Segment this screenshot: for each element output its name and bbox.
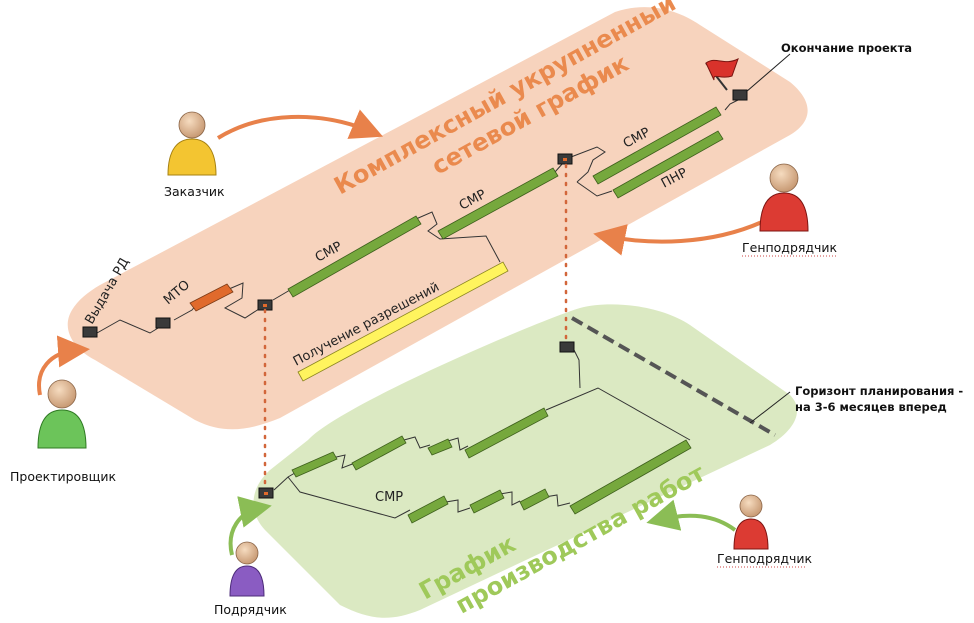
bottom-milestones: [258, 341, 575, 499]
connector-line: [287, 476, 411, 519]
person-designer-icon: [37, 379, 87, 449]
bar-permits: [297, 261, 509, 382]
label-smr-bottom: СМР: [375, 490, 403, 505]
bottom-panel: [253, 304, 798, 618]
connector-line: [272, 289, 291, 301]
milestone: [82, 326, 98, 338]
bar-pnr: [612, 130, 724, 199]
bar-task: [469, 489, 505, 514]
bar-task: [464, 407, 549, 459]
bar-task: [519, 488, 550, 511]
connector-line: [724, 99, 739, 111]
bar-task: [351, 435, 407, 471]
connector-line: [96, 319, 164, 334]
bar-smr-2: [437, 167, 559, 240]
person-general-contractor-top-label: Генподрядчик: [742, 240, 838, 255]
finish-flag-icon: [705, 58, 739, 91]
connector-line: [545, 387, 691, 441]
milestone: [559, 341, 575, 353]
connector-line: [573, 349, 581, 389]
horizon-label-line1: Горизонт планирования -: [795, 384, 963, 398]
connector-line: [447, 437, 469, 451]
planning-horizon-line: [571, 316, 776, 437]
project-end-leader: [745, 53, 791, 93]
arrow-general-contractor-bottom: [646, 499, 737, 532]
bar-smr-3: [592, 106, 722, 185]
person-customer-label: Заказчик: [164, 184, 225, 199]
horizon-label-line2: на 3-6 месяцев вперед: [795, 400, 947, 414]
milestone: [155, 317, 171, 329]
bar-task: [407, 495, 449, 524]
person-designer-label: Проектировщик: [10, 469, 116, 484]
person-subcontractor-icon: [229, 541, 265, 597]
connector-line: [445, 499, 471, 513]
arrow-customer: [216, 109, 384, 140]
arrow-general-contractor-top: [593, 220, 763, 256]
bar-task: [569, 439, 692, 515]
bar-mto: [189, 283, 234, 312]
connector-line: [499, 491, 521, 506]
person-general-contractor-bottom-label: Генподрядчик: [717, 551, 813, 566]
bar-task: [291, 451, 338, 478]
connector-line: [576, 181, 613, 197]
top-panel: [67, 7, 808, 430]
top-bars: [189, 106, 724, 382]
milestone-project-end: [732, 89, 748, 101]
person-subcontractor-label: Подрядчик: [214, 602, 287, 617]
project-end-label: Окончание проекта: [781, 41, 912, 55]
person-general-contractor-top-icon: [759, 163, 809, 232]
connector-line: [544, 494, 571, 507]
person-general-contractor-bottom-icon: [733, 494, 769, 550]
arrow-designer: [37, 335, 90, 396]
horizon-leader: [749, 391, 791, 424]
connector-line: [415, 211, 501, 263]
person-customer-icon: [167, 111, 217, 176]
arrow-subcontractor: [228, 496, 272, 556]
top-network: [96, 99, 739, 334]
connector-line: [570, 146, 606, 183]
bottom-bars: [291, 407, 692, 524]
top-milestones: [82, 89, 748, 338]
connector-line: [331, 454, 356, 469]
bar-task: [427, 438, 453, 456]
bar-smr-1: [287, 215, 422, 298]
connector-line: [403, 436, 431, 449]
connector-line: [223, 282, 263, 319]
